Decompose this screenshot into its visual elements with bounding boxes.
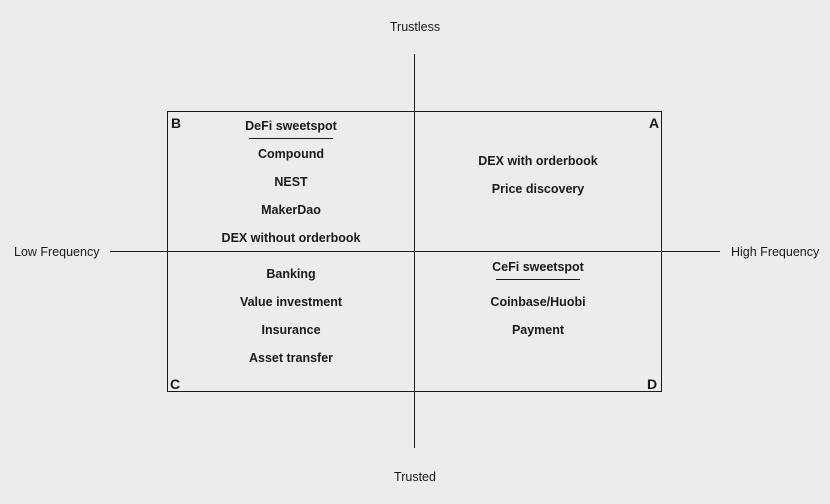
quadrant-c-item: Insurance [261, 323, 321, 337]
vertical-axis-line [414, 54, 415, 448]
quadrant-d-item: Coinbase/Huobi [490, 295, 586, 309]
quadrant-b-item: Compound [258, 147, 324, 161]
quadrant-box [167, 111, 662, 392]
quadrant-c-item: Banking [266, 267, 316, 281]
quadrant-b-item: MakerDao [261, 203, 321, 217]
corner-label-c: C [170, 376, 181, 392]
axis-label-left: Low Frequency [14, 245, 100, 259]
horizontal-axis-line [110, 251, 720, 252]
quadrant-b-item: DEX without orderbook [221, 231, 361, 245]
quadrant-d-heading: CeFi sweetspot [492, 260, 584, 274]
quadrant-c-item: Value investment [239, 295, 343, 309]
quadrant-b-heading-underline [249, 138, 333, 139]
quadrant-c-item: Asset transfer [248, 351, 334, 365]
quadrant-a-item: DEX with orderbook [478, 154, 598, 168]
axis-label-top: Trustless [389, 20, 441, 34]
quadrant-b-item: NEST [274, 175, 308, 189]
quadrant-d-item: Payment [511, 323, 565, 337]
quadrant-a-item: Price discovery [491, 182, 585, 196]
quadrant-d-heading-underline [496, 279, 580, 280]
axis-label-bottom: Trusted [394, 470, 436, 484]
corner-label-b: B [171, 115, 182, 131]
quadrant-b-heading: DeFi sweetspot [245, 119, 337, 133]
corner-label-d: D [647, 376, 658, 392]
corner-label-a: A [649, 115, 660, 131]
axis-label-right: High Frequency [731, 245, 820, 259]
